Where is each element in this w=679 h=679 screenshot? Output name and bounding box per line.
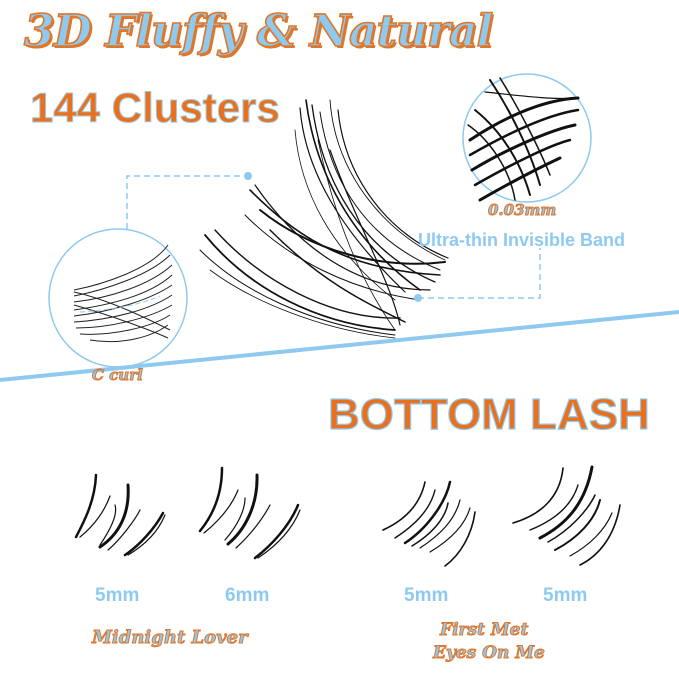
product-name-first-met-line2: Eyes On Me: [433, 643, 546, 664]
band-magnifier: [462, 73, 592, 203]
bottom-lash-first-met-5mm-2: [512, 465, 621, 566]
section-divider: [0, 310, 679, 382]
callout-lines: [126, 175, 541, 299]
c-curl-lash-image: [73, 244, 173, 343]
bottom-lash-first-met-5mm: [382, 480, 476, 567]
band-lash-image: [467, 77, 580, 202]
cluster-count-heading: 144 Clusters: [30, 84, 281, 132]
main-title: 3D Fluffy & Natural: [23, 5, 494, 58]
curl-type-label: C curl: [92, 366, 144, 385]
band-description: Ultra-thin Invisible Band: [418, 230, 626, 250]
main-lash-cluster-image: [199, 99, 449, 339]
thickness-label: 0.03mm: [487, 201, 557, 220]
product-name-midnight-lover: Midnight Lover: [92, 627, 249, 649]
section-title: BOTTOM LASH: [327, 389, 650, 439]
length-label: 5mm: [404, 585, 449, 606]
product-name-first-met-line1: First Met: [439, 620, 529, 641]
length-label: 6mm: [225, 585, 270, 606]
bottom-lash-midnight-lover-5mm: [74, 473, 166, 557]
length-label: 5mm: [543, 585, 588, 606]
bottom-lash-midnight-lover-6mm: [198, 466, 301, 560]
length-label: 5mm: [95, 585, 140, 606]
